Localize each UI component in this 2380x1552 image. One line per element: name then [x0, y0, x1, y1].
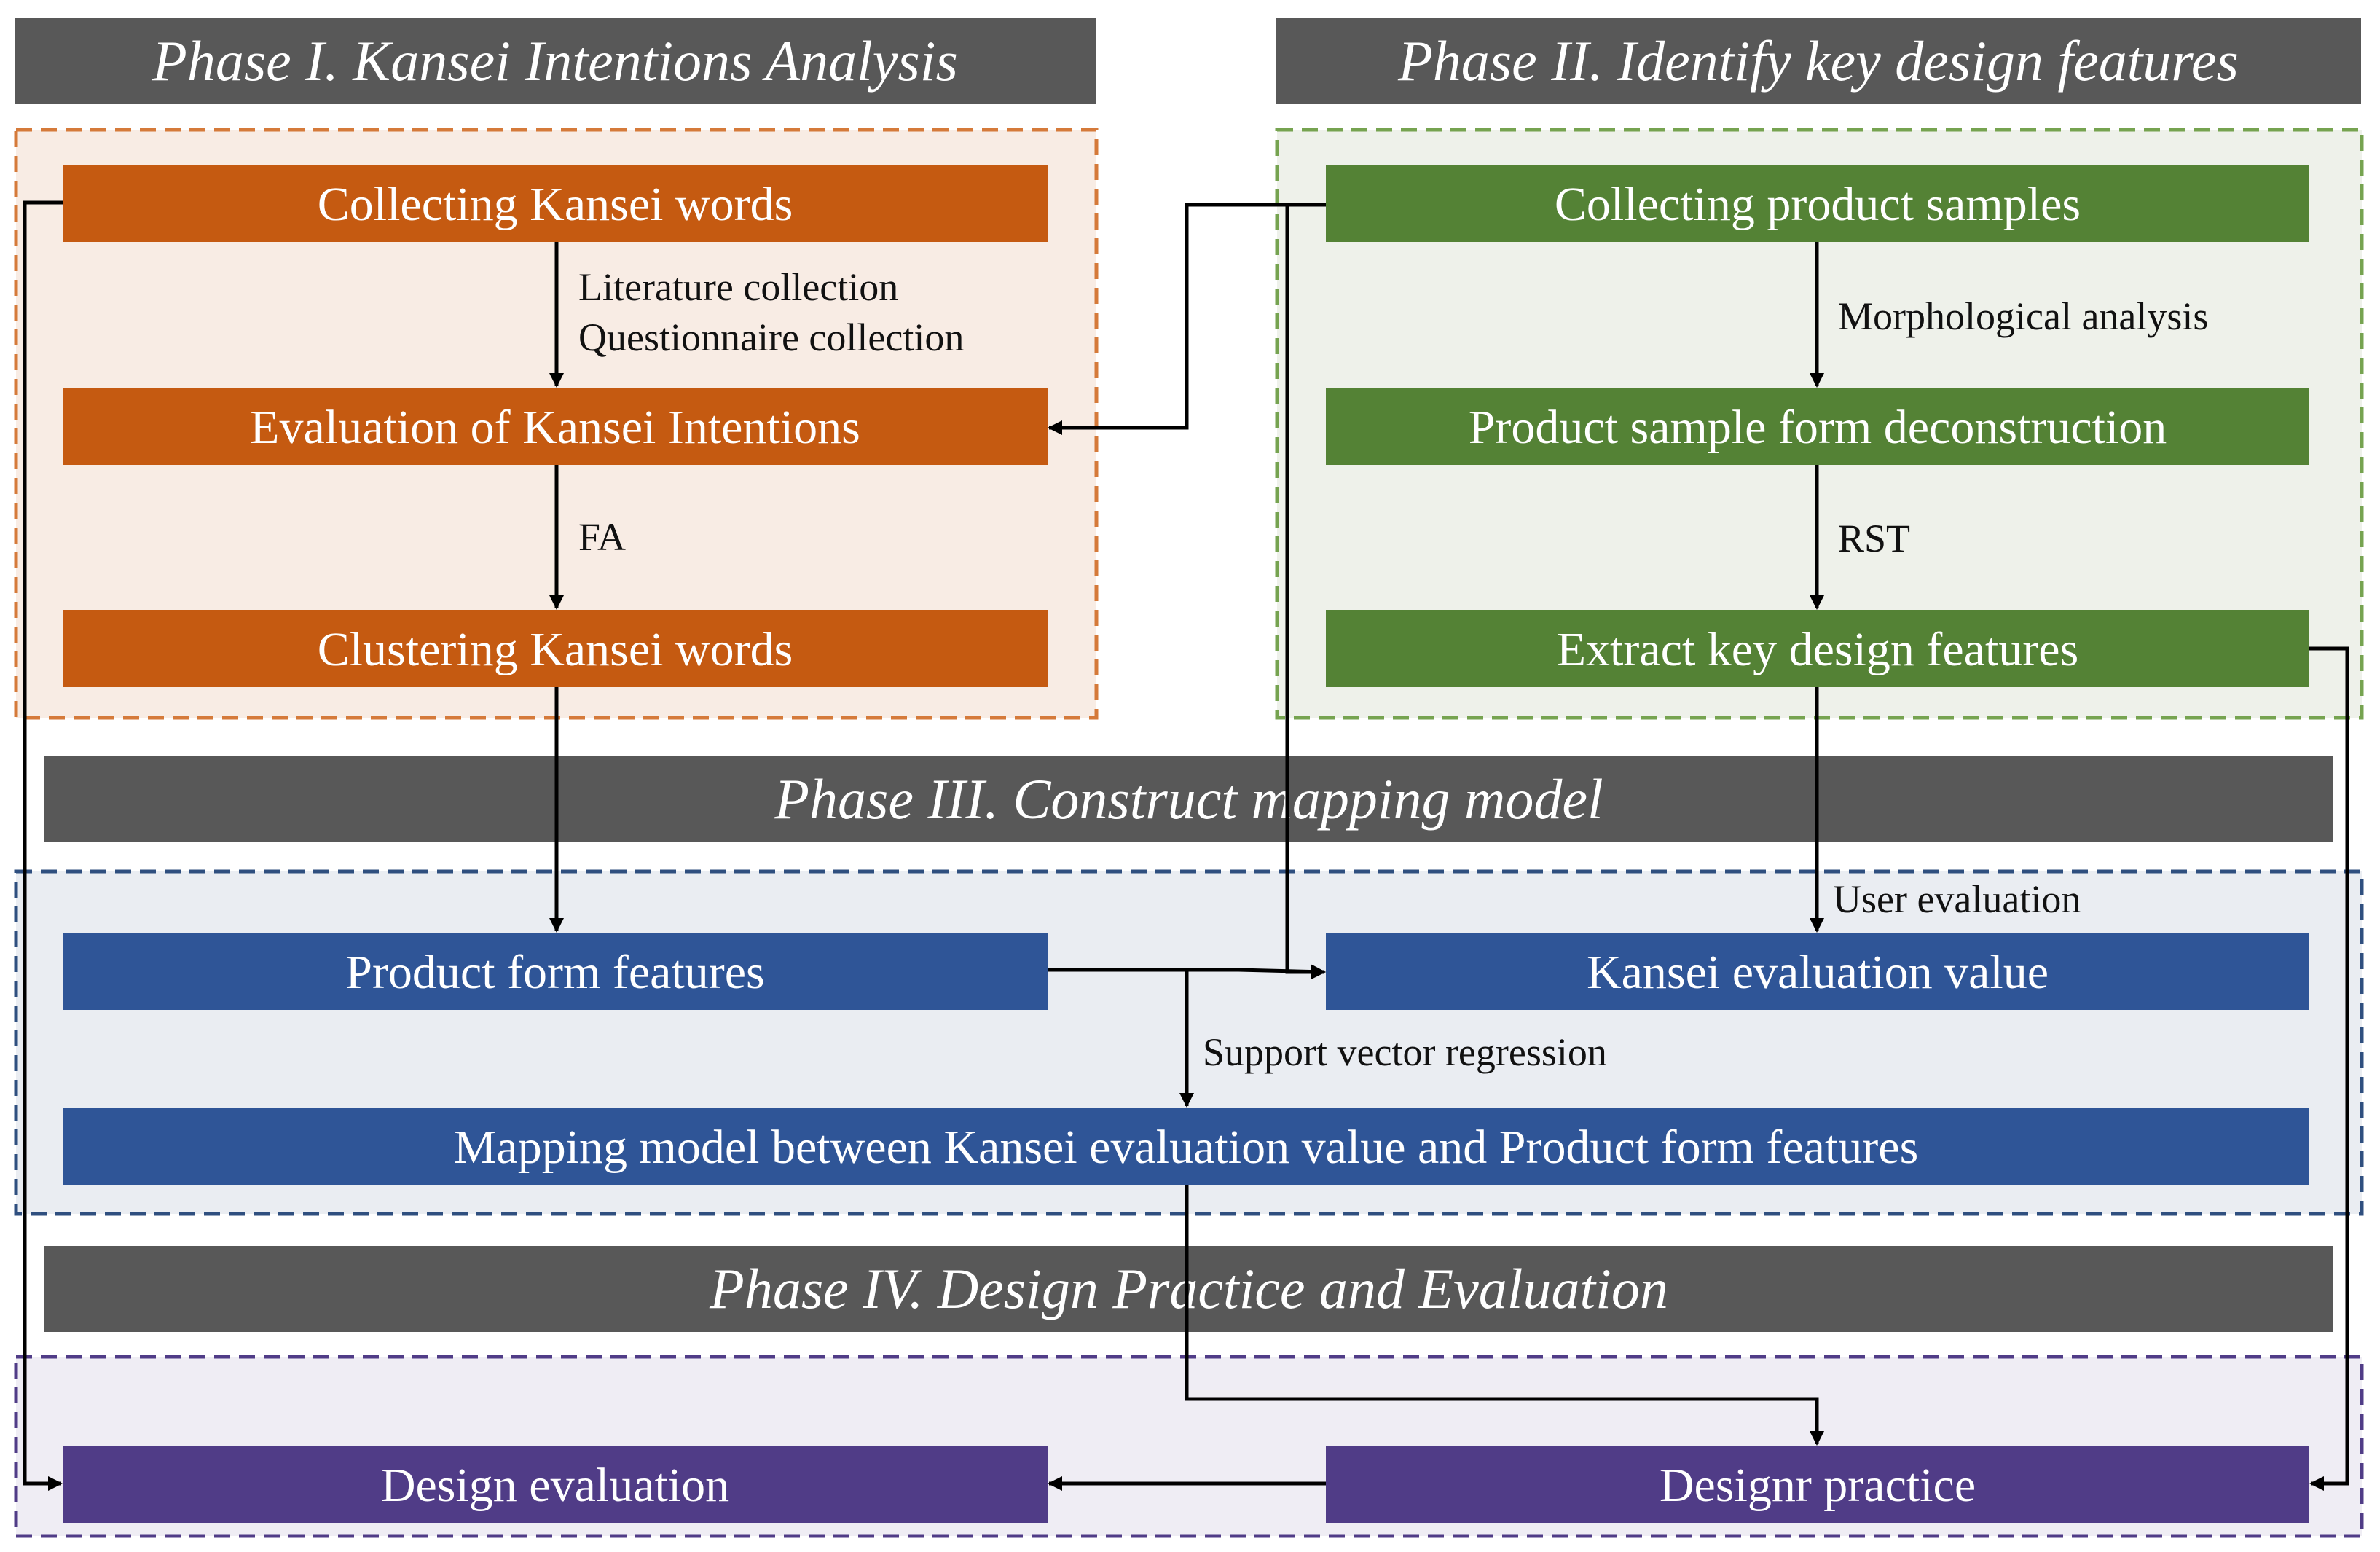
node-extract-key-design-features-label: Extract key design features [1557, 623, 2079, 676]
edge-label-morphological: Morphological analysis [1838, 294, 2208, 338]
node-kansei-evaluation-value-label: Kansei evaluation value [1587, 946, 2049, 999]
node-design-evaluation: Design evaluation [63, 1446, 1048, 1523]
edge-extract-to-practice [2309, 646, 2349, 1491]
node-collecting-product-samples: Collecting product samples [1326, 165, 2309, 242]
phase3-header: Phase III. Construct mapping model [44, 756, 2333, 842]
edge-form-to-kansei-value [1047, 964, 1326, 979]
node-design-evaluation-label: Design evaluation [381, 1459, 729, 1512]
edge-label-literature: Literature collection [578, 265, 898, 309]
edge-label-questionnaire: Questionnaire collection [578, 316, 964, 359]
node-design-practice-label: Designr practice [1660, 1459, 1976, 1512]
node-mapping-model: Mapping model between Kansei evaluation … [63, 1108, 2309, 1185]
phase3-title: Phase III. Construct mapping model [774, 767, 1603, 831]
node-extract-key-design-features: Extract key design features [1326, 610, 2309, 687]
node-product-form-features-label: Product form features [345, 946, 764, 999]
phase1-title: Phase I. Kansei Intentions Analysis [152, 29, 958, 93]
node-product-form-features: Product form features [63, 933, 1048, 1010]
edge-label-svr: Support vector regression [1203, 1030, 1607, 1074]
edge-samples-to-eval [1048, 203, 1326, 435]
node-clustering-kansei-words: Clustering Kansei words [63, 610, 1048, 687]
node-collecting-kansei-words: Collecting Kansei words [63, 165, 1048, 242]
node-evaluation-kansei-intentions-label: Evaluation of Kansei Intentions [250, 401, 860, 454]
node-kansei-evaluation-value: Kansei evaluation value [1326, 933, 2309, 1010]
node-evaluation-kansei-intentions: Evaluation of Kansei Intentions [63, 388, 1048, 465]
phase1-header: Phase I. Kansei Intentions Analysis [15, 18, 1096, 104]
phase2-title: Phase II. Identify key design features [1397, 29, 2239, 93]
phase2-header: Phase II. Identify key design features [1276, 18, 2361, 104]
node-design-practice: Designr practice [1326, 1446, 2309, 1523]
edge-label-fa: FA [578, 515, 626, 559]
phase4-header: Phase IV. Design Practice and Evaluation [44, 1246, 2333, 1332]
edge-mapping-to-practice [1185, 1183, 1824, 1446]
edge-collect-to-design-eval [23, 200, 63, 1491]
edge-label-user-evaluation: User evaluation [1833, 877, 2081, 921]
edge-label-rst: RST [1838, 517, 1910, 560]
node-product-sample-deconstruction-label: Product sample form deconstruction [1469, 401, 2167, 454]
node-product-sample-deconstruction: Product sample form deconstruction [1326, 388, 2309, 465]
node-collecting-product-samples-label: Collecting product samples [1555, 178, 2081, 231]
node-clustering-kansei-words-label: Clustering Kansei words [318, 623, 793, 676]
node-collecting-kansei-words-label: Collecting Kansei words [318, 178, 793, 231]
node-mapping-model-label: Mapping model between Kansei evaluation … [454, 1121, 1919, 1174]
